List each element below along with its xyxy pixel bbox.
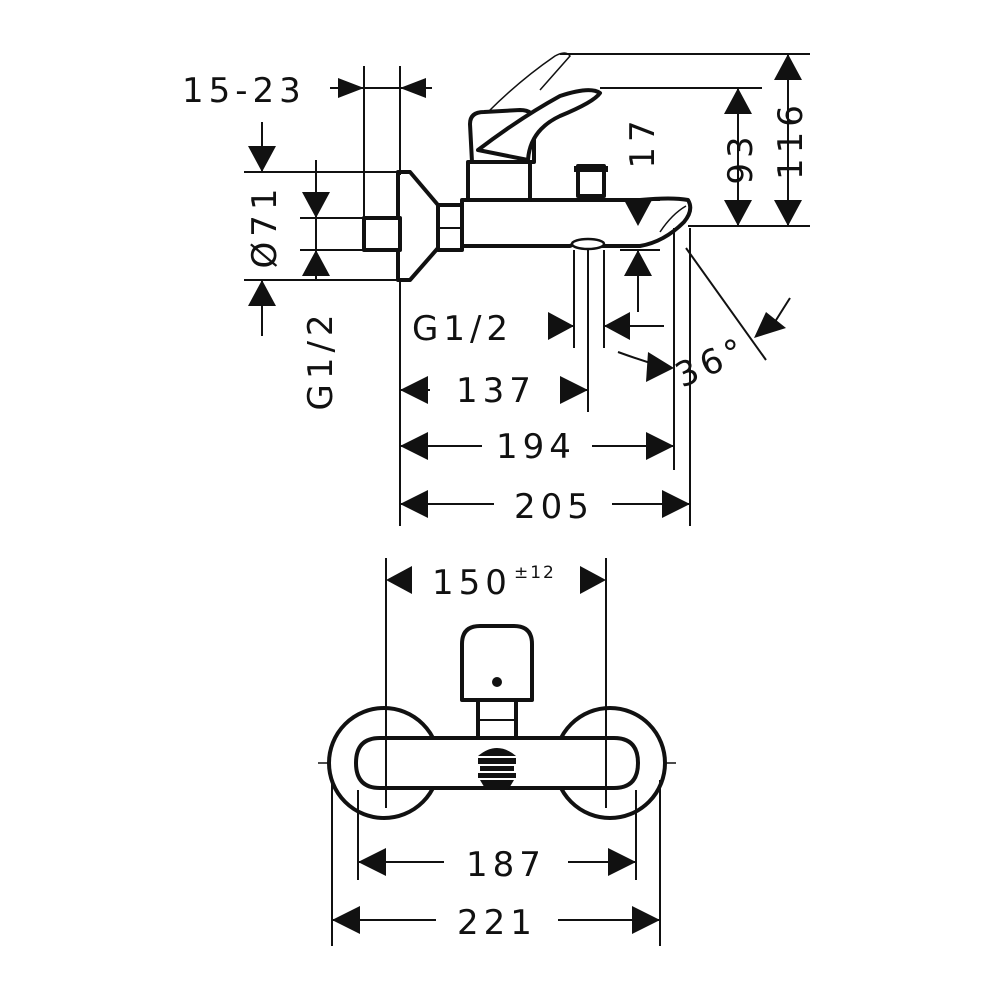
dim-diameter-label: Ø71 [245,183,285,268]
cartridge-housing [466,160,532,202]
aerator-front [478,748,516,790]
dim-angle-label: 36° [669,329,754,396]
faucet-body [460,196,693,248]
handle-front [460,624,534,702]
dim-spout-reach-label: 194 [496,427,576,467]
dim-thread-left-label: G1/2 [301,309,341,410]
lever-handle [476,88,602,162]
dim-total-depth-label: 205 [514,487,594,527]
dim-handle-height-label: 93 [721,131,761,184]
front-view: 150 ±12 187 221 [318,558,676,946]
dim-total-height-label: 116 [771,100,811,180]
handle-indicator [492,677,502,687]
dim-inner-width-label: 187 [466,845,546,885]
wall-connector [362,216,402,252]
dim-spout-height-label: 17 [623,115,663,168]
dim-outlet-distance-label: 137 [456,371,536,411]
dim-wall-offset-label: 15-23 [182,71,306,111]
dim-thread-outlet-label: G1/2 [412,309,513,349]
dim-total-width-label: 221 [457,903,537,943]
diverter-cap [574,166,608,172]
wall-escutcheon [396,170,440,282]
spout-tip [659,205,687,233]
dim-centers-tolerance-label: ±12 [514,563,556,583]
aerator [570,237,606,251]
dim-centers-label: 150 [432,563,512,603]
side-view: 15-23 Ø71 G1/2 17 93 116 G1/2 36° 137 19… [182,52,811,527]
